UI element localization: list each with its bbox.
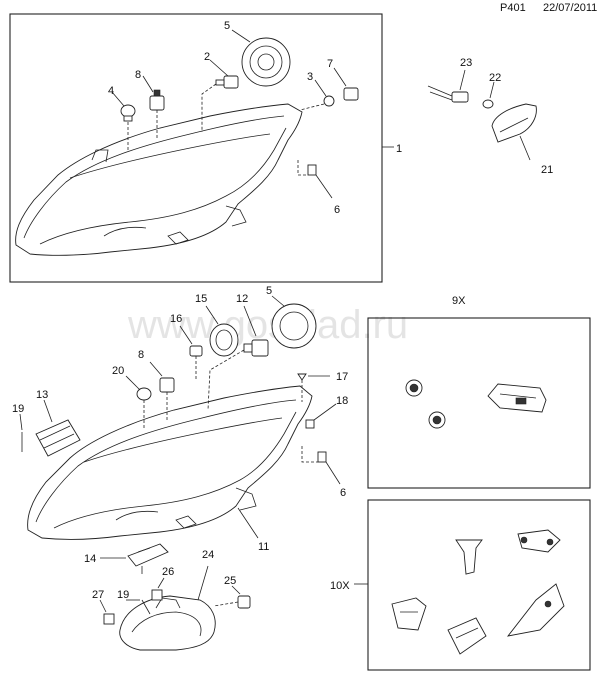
callout-14: 14 xyxy=(84,553,96,565)
callout-12: 12 xyxy=(236,293,248,305)
headlamp-assembly-lower xyxy=(27,385,313,540)
callout-24: 24 xyxy=(202,549,214,561)
callout-25: 25 xyxy=(224,575,236,587)
callout-23: 23 xyxy=(460,57,472,69)
screw-17 xyxy=(297,373,330,402)
cap-5-lower xyxy=(271,295,317,349)
socket-7 xyxy=(333,67,359,101)
socket-25 xyxy=(213,585,251,609)
leader-11 xyxy=(237,507,259,539)
bulb-4 xyxy=(111,91,136,150)
bulb-16 xyxy=(179,325,203,380)
bulb-2 xyxy=(201,59,239,132)
callout-6-lower: 6 xyxy=(340,487,346,499)
callout-5-upper: 5 xyxy=(224,20,230,32)
screw-19-bottom xyxy=(126,599,151,615)
screw-6-upper xyxy=(297,160,333,199)
screw-6-lower xyxy=(301,446,341,485)
kit-10x-parts xyxy=(354,529,565,655)
callout-1: 1 xyxy=(396,143,402,155)
watermark: www.gosklad.ru xyxy=(127,303,408,347)
callout-16: 16 xyxy=(170,313,182,325)
side-marker-assembly xyxy=(427,69,537,161)
callout-18: 18 xyxy=(336,395,348,407)
callout-13: 13 xyxy=(36,389,48,401)
callout-27: 27 xyxy=(92,589,104,601)
part-27 xyxy=(99,599,115,625)
callout-3: 3 xyxy=(307,71,313,83)
clip-18 xyxy=(305,403,337,429)
part-26 xyxy=(151,577,165,601)
kit-9x-frame xyxy=(367,317,591,489)
callout-22: 22 xyxy=(489,72,501,84)
callout-19-bottom: 19 xyxy=(117,589,129,601)
headlamp-assembly-upper xyxy=(15,103,303,256)
callout-10x: 10X xyxy=(330,580,350,592)
upper-assembly-frame xyxy=(9,13,383,283)
callout-4: 4 xyxy=(108,85,114,97)
socket-8-lower xyxy=(149,361,175,420)
fog-lamp-24 xyxy=(119,565,216,651)
callout-7: 7 xyxy=(327,58,333,70)
diagram-date: 22/07/2011 xyxy=(543,2,598,14)
diagram-code: P401 xyxy=(500,2,526,14)
callout-8-lower: 8 xyxy=(138,349,144,361)
control-module-13 xyxy=(35,399,81,457)
bulb-12 xyxy=(207,305,269,411)
callout-21: 21 xyxy=(541,164,553,176)
callout-5-lower: 5 xyxy=(266,285,272,297)
socket-8-upper xyxy=(142,75,165,140)
cap-5-upper xyxy=(231,29,291,87)
callout-6-upper: 6 xyxy=(334,204,340,216)
callout-2: 2 xyxy=(204,51,210,63)
ring-15 xyxy=(205,305,239,357)
callout-19-left: 19 xyxy=(12,403,24,415)
bracket-14 xyxy=(100,543,169,574)
callout-11: 11 xyxy=(258,541,269,553)
callout-9x: 9X xyxy=(452,295,466,307)
screw-19-left xyxy=(19,413,23,452)
callout-8-upper: 8 xyxy=(135,69,141,81)
callout-17: 17 xyxy=(336,371,348,383)
bulb-3 xyxy=(299,79,335,111)
callout-20: 20 xyxy=(112,365,124,377)
kit-10x-frame xyxy=(367,499,591,671)
callout-labels: 5 2 8 4 3 7 1 6 23 22 21 5 15 12 9X 16 8… xyxy=(12,20,553,601)
kit-9x-parts xyxy=(405,317,547,429)
bulb-20 xyxy=(125,375,152,430)
callout-26: 26 xyxy=(162,566,174,578)
callout-15: 15 xyxy=(195,293,207,305)
